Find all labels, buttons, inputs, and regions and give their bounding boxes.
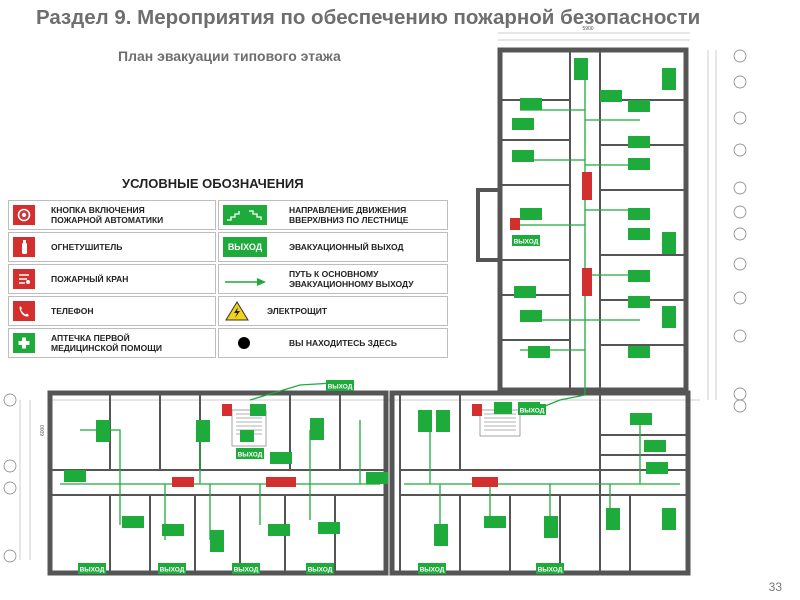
legend-item-fire-extinguisher: ОГНЕТУШИТЕЛЬ bbox=[8, 232, 216, 262]
exit-sign-label: ВЫХОД bbox=[538, 567, 563, 574]
exit-sign-label: ВЫХОД bbox=[520, 408, 545, 415]
svg-text:6000: 6000 bbox=[40, 425, 46, 436]
exit-sign-icon: ВЫХОД bbox=[223, 237, 267, 257]
exit-sign-label: ВЫХОД bbox=[514, 239, 539, 246]
legend-item-stairs-direction: НАПРАВЛЕНИЕ ДВИЖЕНИЯ ВВЕРХ/ВНИЗ ПО ЛЕСТН… bbox=[218, 200, 448, 230]
legend-label: ВЫ НАХОДИТЕСЬ ЗДЕСЬ bbox=[289, 338, 397, 348]
legend-item-evacuation-path: ПУТЬ К ОСНОВНОМУ ЭВАКУАЦИОННОМУ ВЫХОДУ bbox=[218, 264, 448, 294]
exit-sign-label: ВЫХОД bbox=[328, 384, 353, 391]
legend-item-alarm-button: КНОПКА ВКЛЮЧЕНИЯ ПОЖАРНОЙ АВТОМАТИКИ bbox=[8, 200, 216, 230]
direction-signs bbox=[64, 58, 676, 552]
legend-label: КНОПКА ВКЛЮЧЕНИЯ ПОЖАРНОЙ АВТОМАТИКИ bbox=[51, 205, 164, 225]
alarm-button-icon bbox=[13, 205, 35, 225]
fire-hydrant-icon bbox=[13, 269, 35, 289]
legend-item-electrical-panel: ЭЛЕКТРОЩИТ bbox=[218, 296, 448, 326]
phone-icon bbox=[13, 301, 35, 321]
legend-label: ЭВАКУАЦИОННЫЙ ВЫХОД bbox=[289, 242, 404, 252]
legend-label: НАПРАВЛЕНИЕ ДВИЖЕНИЯ ВВЕРХ/ВНИЗ ПО ЛЕСТН… bbox=[289, 205, 409, 225]
legend-item-first-aid: АПТЕЧКА ПЕРВОЙ МЕДИЦИНСКОЙ ПОМОЩИ bbox=[8, 328, 216, 358]
exit-sign-label: ВЫХОД bbox=[234, 567, 259, 574]
you-are-here-icon bbox=[238, 337, 250, 349]
legend-label: ПУТЬ К ОСНОВНОМУ ЭВАКУАЦИОННОМУ ВЫХОДУ bbox=[289, 269, 414, 289]
legend-item-phone: ТЕЛЕФОН bbox=[8, 296, 216, 326]
first-aid-icon bbox=[13, 333, 35, 353]
page-number: 33 bbox=[768, 580, 782, 594]
exit-sign-label: ВЫХОД bbox=[420, 567, 445, 574]
stairs-direction-icon bbox=[223, 205, 267, 225]
legend-label: АПТЕЧКА ПЕРВОЙ МЕДИЦИНСКОЙ ПОМОЩИ bbox=[51, 333, 162, 353]
tower-walls bbox=[497, 47, 689, 393]
lower-wing-partitions bbox=[50, 393, 688, 573]
fire-extinguisher-icon bbox=[13, 237, 35, 257]
svg-text:5900: 5900 bbox=[582, 26, 593, 32]
exit-signs: ВЫХОД ВЫХОД ВЫХОД ВЫХОД ВЫХОД ВЫХОД ВЫХО… bbox=[78, 235, 564, 574]
stair-direction-signs bbox=[240, 402, 512, 442]
fire-equipment bbox=[172, 172, 592, 487]
exit-sign-label: ВЫХОД bbox=[238, 452, 263, 459]
exit-sign-label: ВЫХОД bbox=[160, 567, 185, 574]
legend-label: ПОЖАРНЫЙ КРАН bbox=[51, 274, 129, 284]
legend-label: ТЕЛЕФОН bbox=[51, 306, 94, 316]
legend-title: УСЛОВНЫЕ ОБОЗНАЧЕНИЯ bbox=[122, 176, 304, 191]
legend-label: ЭЛЕКТРОЩИТ bbox=[267, 306, 328, 316]
evacuation-path-icon bbox=[225, 274, 267, 286]
legend-item-you-are-here: ВЫ НАХОДИТЕСЬ ЗДЕСЬ bbox=[218, 328, 448, 358]
exit-sign-label: ВЫХОД bbox=[308, 567, 333, 574]
electrical-panel-icon bbox=[225, 301, 249, 321]
legend-item-fire-hydrant: ПОЖАРНЫЙ КРАН bbox=[8, 264, 216, 294]
legend-item-exit: ВЫХОД ЭВАКУАЦИОННЫЙ ВЫХОД bbox=[218, 232, 448, 262]
axis-markers bbox=[3, 49, 747, 563]
legend-label: ОГНЕТУШИТЕЛЬ bbox=[51, 242, 123, 252]
exit-sign-label: ВЫХОД bbox=[80, 567, 105, 574]
page-subtitle: План эвакуации типового этажа bbox=[118, 48, 341, 64]
page-title: Раздел 9. Мероприятия по обеспечению пож… bbox=[36, 6, 701, 29]
dimension-lines bbox=[19, 32, 717, 560]
